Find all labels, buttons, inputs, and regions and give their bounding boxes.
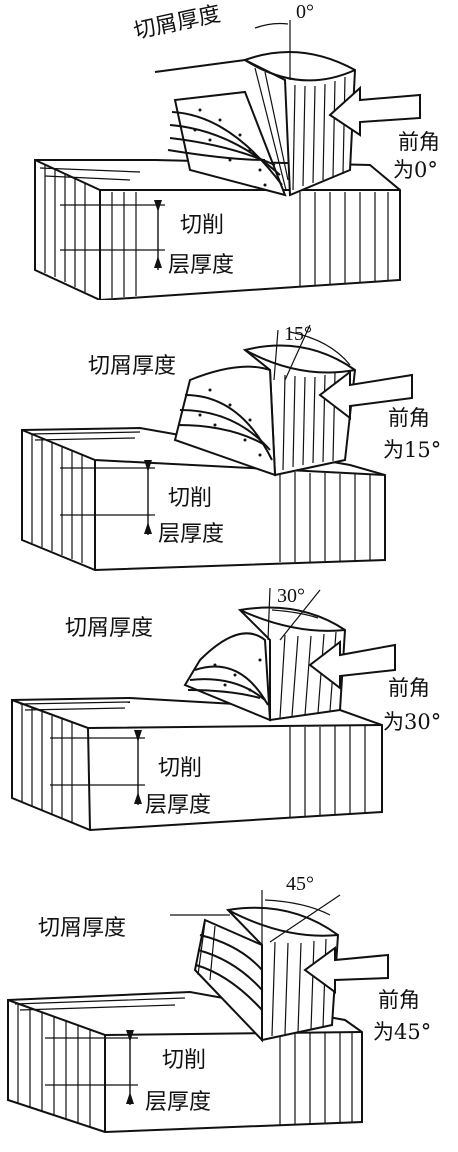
cutting-tool (237, 606, 347, 722)
rake-angle-caption-line1: 前角 (398, 130, 440, 154)
rake-angle-caption-line1: 前角 (388, 676, 430, 700)
chip-layers (183, 632, 272, 722)
chip-layers (167, 90, 287, 197)
rake-angle-caption-line1: 前角 (378, 988, 420, 1012)
cutting-thickness-label-line1: 切削 (180, 213, 225, 238)
rake-angle-value: 0° (296, 1, 314, 23)
cutting-illustration-30 (11, 587, 396, 832)
cutting-thickness-label-line2: 层厚度 (168, 253, 235, 278)
workpiece-hatch (39, 165, 389, 298)
rake-angle-caption-line2: 为30° (383, 710, 442, 734)
chip-thickness-label: 切屑厚度 (88, 354, 177, 379)
cutting-thickness-label-line2: 层厚度 (145, 1090, 212, 1115)
cutting-illustration-0 (34, 20, 421, 300)
diagram-panel-rake-0: 0° 切屑厚度 切削 层厚度 前角 为0° (0, 0, 458, 300)
chip-layers (173, 365, 277, 477)
chip-thickness-label: 切屑厚度 (65, 616, 154, 641)
cutting-thickness-label-line2: 层厚度 (158, 522, 225, 547)
rake-angle-caption-line2: 为15° (383, 438, 442, 462)
chip-thickness-label: 切屑厚度 (38, 916, 127, 941)
cutting-thickness-label-line1: 切削 (158, 756, 203, 781)
diagram-panel-rake-15: 15° 切屑厚度 切削 层厚度 前角 为15° (0, 300, 458, 590)
force-arrow (308, 639, 396, 691)
force-arrow (318, 369, 413, 421)
force-arrow (328, 85, 421, 137)
cutting-illustration-45 (7, 890, 389, 1134)
cutting-thickness-label-line1: 切削 (168, 486, 213, 511)
rake-angle-caption-line2: 为0° (393, 158, 438, 182)
rake-angle-caption-line2: 为45° (373, 1020, 432, 1044)
rake-angle-value: 15° (284, 323, 312, 345)
cutting-thickness-label-line1: 切削 (162, 1048, 207, 1073)
diagram-panel-rake-45: 45° 切屑厚度 切削 层厚度 前角 为45° (0, 860, 458, 1152)
chip-layers (193, 918, 263, 1043)
diagram-panel-rake-30: 30° 切屑厚度 切削 层厚度 前角 为30° (0, 580, 458, 860)
rake-angle-value: 45° (286, 873, 314, 895)
rake-angle-value: 30° (277, 585, 305, 607)
cutting-tool (242, 344, 357, 477)
cutting-tool (242, 51, 357, 197)
rake-angle-caption-line1: 前角 (388, 406, 430, 430)
force-arrow (303, 946, 389, 994)
cutting-illustration-15 (21, 324, 413, 572)
cutting-thickness-label-line2: 层厚度 (145, 793, 212, 818)
